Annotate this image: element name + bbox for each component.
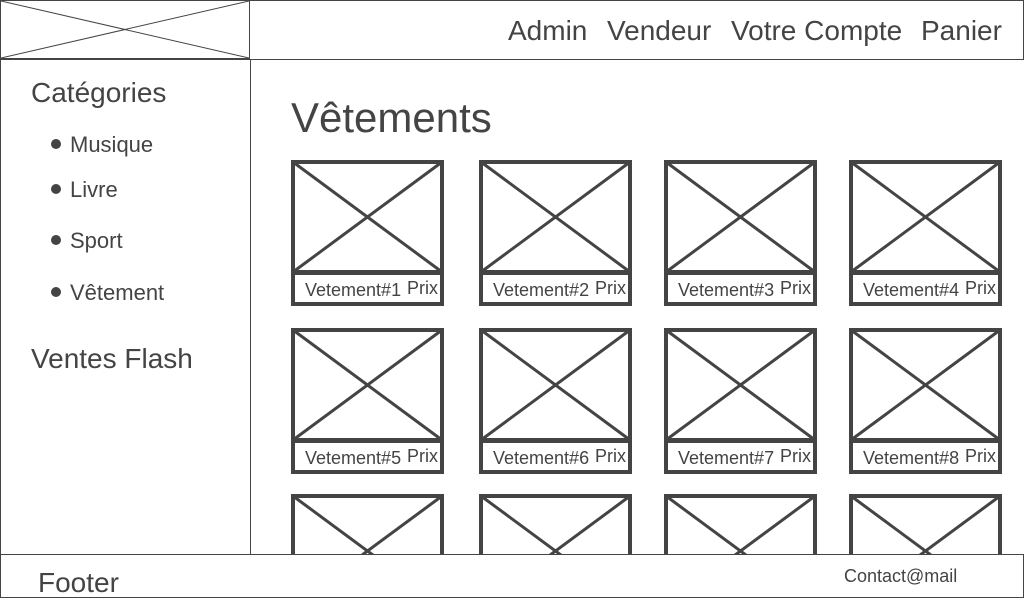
image-placeholder-icon <box>1 1 249 58</box>
header-bar: Admin Vendeur Votre Compte Panier <box>250 0 1024 60</box>
bullet-icon <box>51 184 61 194</box>
image-placeholder-icon <box>664 328 817 442</box>
sidebar-item-vetement[interactable]: Vêtement <box>51 280 164 306</box>
footer: Footer Contact@mail <box>0 554 1024 598</box>
product-label: Vetement#2 Prix <box>479 271 632 306</box>
product-name: Vetement#8 <box>863 448 960 468</box>
image-placeholder-icon <box>479 160 632 274</box>
ventes-flash-link[interactable]: Ventes Flash <box>31 343 193 374</box>
product-price: Prix <box>595 278 626 298</box>
product-name: Vetement#3 <box>678 280 775 300</box>
product-price: Prix <box>595 446 626 466</box>
sidebar: Catégories Musique Livre Sport Vêtement … <box>0 59 251 555</box>
image-placeholder-icon <box>849 160 1002 274</box>
product-name: Vetement#4 <box>863 280 960 300</box>
sidebar-item-label: Sport <box>70 228 123 253</box>
nav-account-link[interactable]: Votre Compte <box>731 15 903 46</box>
product-price: Prix <box>780 446 811 466</box>
nav-vendeur-link[interactable]: Vendeur <box>607 15 712 46</box>
sidebar-item-livre[interactable]: Livre <box>51 177 118 203</box>
product-label: Vetement#8 Prix <box>849 439 1002 474</box>
product-label: Vetement#1 Prix <box>291 271 444 306</box>
image-placeholder-icon <box>479 328 632 442</box>
contact-link[interactable]: Contact@mail <box>844 566 958 586</box>
product-name: Vetement#2 <box>493 280 590 300</box>
product-price: Prix <box>965 278 996 298</box>
image-placeholder-icon <box>291 160 444 274</box>
product-label: Vetement#4 Prix <box>849 271 1002 306</box>
image-placeholder-icon <box>664 494 817 554</box>
product-price: Prix <box>965 446 996 466</box>
product-label: Vetement#7 Prix <box>664 439 817 474</box>
sidebar-item-label: Musique <box>70 132 154 157</box>
image-placeholder-icon <box>664 160 817 274</box>
footer-label: Footer <box>38 567 119 598</box>
product-card[interactable] <box>291 494 444 554</box>
categories-heading: Catégories <box>31 77 167 108</box>
product-price: Prix <box>780 278 811 298</box>
product-price: Prix <box>407 278 438 298</box>
product-card[interactable] <box>849 494 1002 554</box>
bullet-icon <box>51 139 61 149</box>
bullet-icon <box>51 235 61 245</box>
product-name: Vetement#6 <box>493 448 590 468</box>
page-title: Vêtements <box>291 94 492 141</box>
product-name: Vetement#5 <box>305 448 402 468</box>
product-name: Vetement#7 <box>678 448 775 468</box>
image-placeholder-icon <box>849 494 1002 554</box>
product-card[interactable] <box>479 494 632 554</box>
image-placeholder-icon <box>291 494 444 554</box>
image-placeholder-icon <box>479 494 632 554</box>
nav-cart-link[interactable]: Panier <box>921 15 1002 46</box>
sidebar-item-label: Vêtement <box>70 280 165 305</box>
bullet-icon <box>51 287 61 297</box>
sidebar-item-label: Livre <box>70 177 118 202</box>
product-card[interactable] <box>664 494 817 554</box>
product-name: Vetement#1 <box>305 280 402 300</box>
sidebar-item-musique[interactable]: Musique <box>51 132 153 158</box>
sidebar-item-sport[interactable]: Sport <box>51 228 123 254</box>
image-placeholder-icon <box>849 328 1002 442</box>
logo-placeholder[interactable] <box>0 0 250 59</box>
nav-admin-link[interactable]: Admin <box>508 15 588 46</box>
product-label: Vetement#5 Prix <box>291 439 444 474</box>
product-label: Vetement#3 Prix <box>664 271 817 306</box>
product-label: Vetement#6 Prix <box>479 439 632 474</box>
product-price: Prix <box>407 446 438 466</box>
image-placeholder-icon <box>291 328 444 442</box>
